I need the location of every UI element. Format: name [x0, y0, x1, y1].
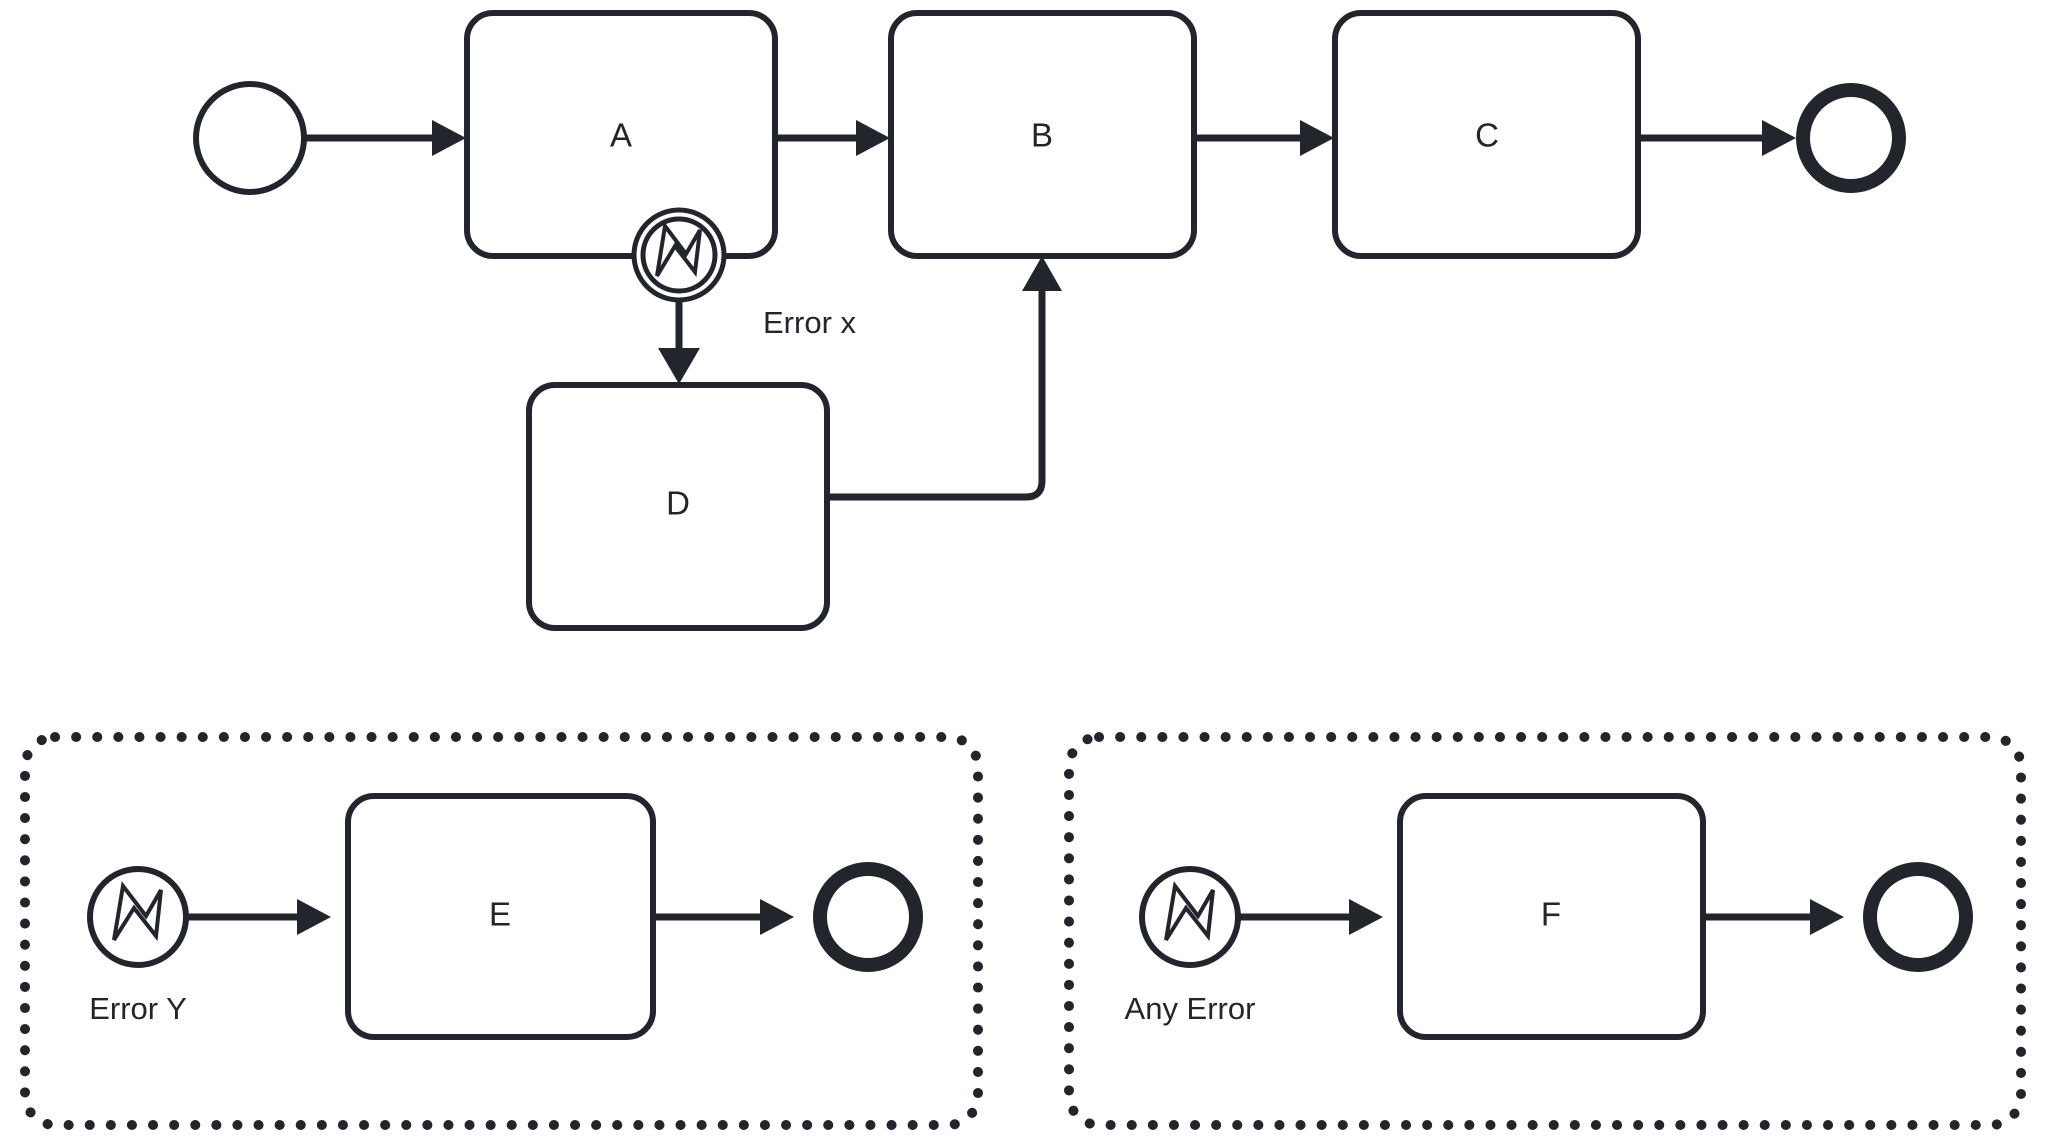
- arrowhead-e-end-icon: [760, 899, 794, 935]
- arrowhead-f-end-icon: [1810, 899, 1844, 935]
- task-d-box[interactable]: [526, 382, 830, 631]
- task-d-label: D: [666, 485, 690, 522]
- error-start-event-circle-icon[interactable]: [1139, 866, 1241, 968]
- task-b[interactable]: B: [888, 10, 1197, 259]
- subprocess-any-error[interactable]: Any Error F: [1064, 732, 2026, 1130]
- subprocess-any-error-start-event[interactable]: [1139, 866, 1241, 968]
- subprocess-any-error-start-label: Any Error: [1125, 991, 1256, 1026]
- flow-label-error-x: Error x: [763, 305, 857, 340]
- flow-d-to-b[interactable]: [827, 256, 1062, 501]
- arrowhead-b-c-icon: [1300, 120, 1334, 156]
- flow-e-to-end[interactable]: [653, 899, 794, 935]
- subprocess-error-y-end-event[interactable]: [813, 862, 923, 972]
- start-event[interactable]: [193, 81, 307, 195]
- end-event-circle-icon[interactable]: [813, 862, 923, 972]
- arrowhead-errory-start-e-icon: [297, 899, 331, 935]
- task-e[interactable]: E: [345, 793, 656, 1040]
- subprocess-error-y-start-label: Error Y: [89, 991, 187, 1026]
- arrowhead-errorx-d-icon: [658, 348, 700, 384]
- flow-errory-start-to-e[interactable]: [186, 899, 331, 935]
- arrowhead-start-a-icon: [432, 120, 466, 156]
- flow-a-to-b[interactable]: [775, 120, 890, 156]
- error-boundary-event-outer-circle-icon[interactable]: [631, 207, 727, 303]
- subprocess-error-y-start-event[interactable]: [87, 866, 189, 968]
- task-a-label: A: [610, 117, 632, 154]
- error-start-event-circle-icon[interactable]: [87, 866, 189, 968]
- task-f-label: F: [1541, 896, 1561, 933]
- end-event-circle-icon[interactable]: [1796, 83, 1906, 193]
- flow-b-to-c[interactable]: [1194, 120, 1334, 156]
- error-bolt-icon: [655, 221, 702, 278]
- flow-c-to-end[interactable]: [1638, 120, 1796, 156]
- task-a[interactable]: A: [464, 10, 778, 259]
- flow-error-x-to-d[interactable]: [658, 297, 700, 384]
- arrowhead-d-b-icon: [1022, 256, 1062, 291]
- task-f[interactable]: F: [1397, 793, 1706, 1040]
- error-boundary-event-inner-circle-icon: [640, 216, 718, 294]
- task-c-label: C: [1475, 117, 1499, 154]
- task-b-label: B: [1031, 117, 1053, 154]
- error-bolt-icon: [1164, 881, 1215, 942]
- boundary-event-error-x[interactable]: [631, 207, 727, 303]
- subprocess-error-y-border[interactable]: [20, 732, 983, 1130]
- task-e-label: E: [489, 896, 511, 933]
- flow-line-d-b: [827, 291, 1046, 501]
- task-d[interactable]: D: [526, 382, 830, 631]
- end-event-circle-icon[interactable]: [1863, 862, 1973, 972]
- flow-anyerror-start-to-f[interactable]: [1238, 899, 1383, 935]
- subprocess-any-error-border[interactable]: [1064, 732, 2026, 1130]
- flow-f-to-end[interactable]: [1703, 899, 1844, 935]
- subprocess-error-y[interactable]: Error Y E: [20, 732, 983, 1130]
- arrowhead-a-b-icon: [856, 120, 890, 156]
- flow-start-to-a[interactable]: [304, 120, 466, 156]
- subprocess-any-error-end-event[interactable]: [1863, 862, 1973, 972]
- task-c[interactable]: C: [1332, 10, 1641, 259]
- arrowhead-c-end-icon: [1762, 120, 1796, 156]
- start-event-circle-icon[interactable]: [193, 81, 307, 195]
- error-bolt-icon: [112, 881, 163, 942]
- arrowhead-anyerror-start-f-icon: [1349, 899, 1383, 935]
- end-event[interactable]: [1796, 83, 1906, 193]
